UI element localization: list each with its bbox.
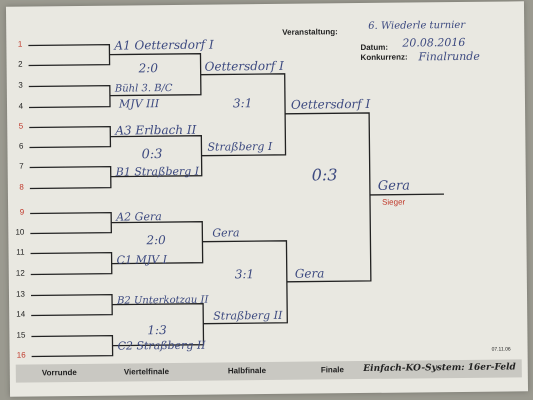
datum-value: 20.08.2016 <box>402 35 466 50</box>
seed-number: 3 <box>18 80 23 90</box>
seed-number: 6 <box>18 141 24 151</box>
footer-finale: Finale <box>320 365 344 375</box>
paper: 1 2 3 4 5 6 7 8 9 10 11 12 13 14 15 16 V… <box>5 1 529 397</box>
team-name: A2 Gera <box>116 210 162 224</box>
seed-number: 13 <box>16 289 26 299</box>
team-name: B2 Unterkotzau II <box>117 294 209 307</box>
team-name: Oettersdorf I <box>204 58 284 74</box>
seed-number: 16 <box>16 350 26 360</box>
score: 2:0 <box>146 233 166 248</box>
seed-number: 5 <box>18 121 24 131</box>
bracket-lines <box>28 43 444 358</box>
team-name: B1 Straßberg I <box>115 164 200 179</box>
team-name: Straßberg I <box>207 139 273 154</box>
team-name: A1 Oettersdorf I <box>114 37 214 53</box>
seed-number: 11 <box>16 247 25 257</box>
team-name: Oettersdorf I <box>290 96 371 112</box>
konkurrenz-value: Finalrunde <box>418 49 480 64</box>
footer-vorrunde: Vorrunde <box>41 368 77 378</box>
seed-number: 10 <box>15 227 25 237</box>
score: 1:3 <box>147 323 167 338</box>
score: 0:3 <box>141 147 163 163</box>
team-name: MJV III <box>118 97 160 111</box>
team-name: C2 Straßberg II <box>117 338 206 353</box>
veranstaltung-label: Veranstaltung: <box>282 27 338 37</box>
winner-name: Gera <box>377 178 410 194</box>
seed-number: 9 <box>19 207 25 217</box>
team-name: Gera <box>212 226 240 240</box>
winner-label: Sieger <box>381 197 406 207</box>
score: 2:0 <box>138 61 159 76</box>
seed-number: 4 <box>18 101 24 111</box>
team-name: A3 Erlbach II <box>115 122 197 138</box>
seed-number: 2 <box>18 59 23 69</box>
footer-viertelfinale: Viertelfinale <box>123 367 170 377</box>
footer-halbfinale: Halbfinale <box>227 366 267 376</box>
team-name: C1 MJV I <box>116 253 168 267</box>
team-name: Gera <box>294 266 325 281</box>
seed-number: 14 <box>16 309 26 319</box>
form-code: 07.11.06 <box>491 346 511 353</box>
datum-label: Datum: <box>360 42 389 53</box>
team-name: Straßberg II <box>213 308 283 323</box>
score: 3:1 <box>234 267 255 282</box>
team-name: Bühl 3. B/C <box>114 82 173 95</box>
footer-system: Einfach-KO-System: 16er-Feld <box>363 362 516 375</box>
seed-number: 15 <box>16 330 26 340</box>
seed-number: 12 <box>15 268 25 278</box>
score: 3:1 <box>232 96 253 111</box>
seed-number: 1 <box>17 39 23 49</box>
score: 0:3 <box>311 165 338 185</box>
veranstaltung-value: 6. Wiederle turnier <box>368 19 466 32</box>
seed-number: 8 <box>19 182 24 192</box>
konkurrenz-label: Konkurrenz: <box>360 52 408 63</box>
seed-number: 7 <box>19 161 24 171</box>
